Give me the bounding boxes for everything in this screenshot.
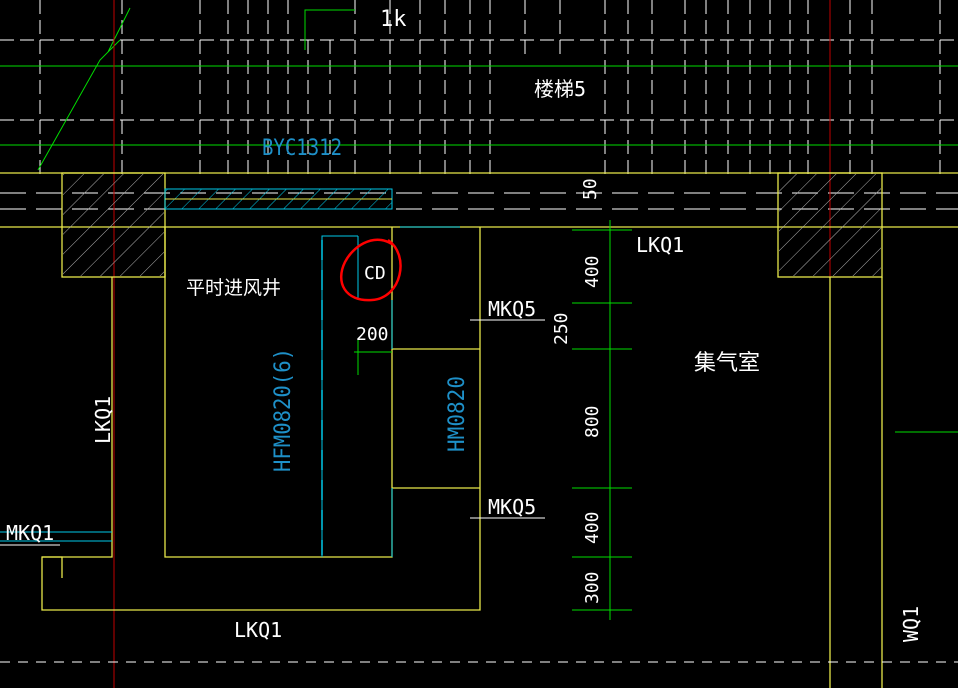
stair-label: 楼梯5 — [534, 77, 586, 101]
mkq1-label: MKQ1 — [6, 521, 54, 545]
dim-800-label: 800 — [582, 405, 603, 438]
lkq1-left-label: LKQ1 — [91, 396, 115, 444]
lkq1-top-label: LKQ1 — [636, 233, 684, 257]
mkq5-upper-label: MKQ5 — [488, 297, 536, 321]
wq1-label: WQ1 — [899, 606, 923, 642]
top-tag-label: 1k — [380, 7, 407, 32]
green-guide-lines — [0, 7, 958, 433]
cd-highlight-circle — [340, 238, 402, 302]
door-hfm-label: HFM0820(6) — [271, 348, 296, 472]
dimension-lines — [354, 220, 632, 620]
right-column-hatch — [779, 174, 881, 276]
leader-lines — [0, 319, 958, 663]
gas-room-label: 集气室 — [694, 351, 760, 376]
window-label: BYC1312 — [262, 136, 342, 161]
dim-250-label: 250 — [551, 312, 572, 345]
dim-300-label: 300 — [582, 571, 603, 604]
left-column-hatch — [63, 174, 164, 276]
mkq5-lower-label: MKQ5 — [488, 495, 536, 519]
cd-label: CD — [364, 263, 386, 284]
dim-400-a-label: 400 — [582, 255, 603, 288]
intake-shaft-label: 平时进风井 — [186, 277, 281, 299]
dim-200-label: 200 — [356, 324, 389, 345]
dim-400-b-label: 400 — [582, 511, 603, 544]
axis-lines — [113, 0, 831, 688]
door-hm-label: HM0820 — [445, 376, 470, 452]
lkq1-bottom-label: LKQ1 — [234, 618, 282, 642]
dim-50-label: 50 — [580, 178, 601, 200]
